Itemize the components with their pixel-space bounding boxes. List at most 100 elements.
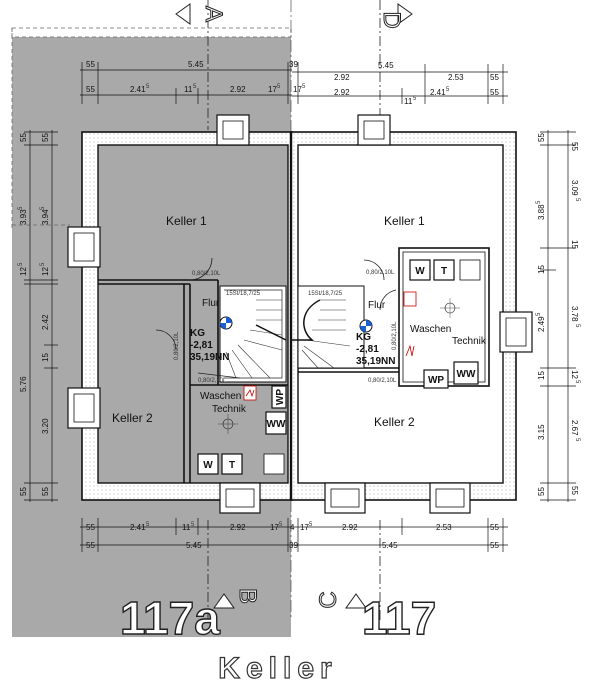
dim-bottom-right-2-a: 5.45 [382,541,398,550]
stairs-label-left: 15St/18,7/25 [226,291,261,297]
dim-top-right-2-d: 55 [490,88,499,97]
door-label-6: 0,80/2,10L [392,321,398,350]
dim-text-right: 55 3.88 5 15 2.49 5 15 3.15 55 55 3.09 5… [536,133,580,496]
dim-top-left-2-e: 17 [268,85,277,94]
section-marker-b: B [213,587,262,609]
dim-top-left-2-f-sup: 5 [302,84,306,90]
dim-right-outer-a: 55 [570,142,579,151]
room-label-right-keller-1: Keller 1 [384,214,425,228]
dim-top-left-2-b-sup: 5 [146,84,150,90]
fixture-ww-left: WW [267,419,286,430]
fixture-wp-left: WP [275,389,286,405]
level-right-kg: KG [356,332,371,343]
section-label-a: A [200,6,227,22]
dim-top-right-2-b: 11 [404,97,413,106]
level-right-height: -2,81 [356,344,379,355]
stairs-right [292,285,365,369]
dim-bottom-left-2-a: 55 [86,541,95,550]
dim-left-outer-c: 12 [19,267,28,276]
room-label-right-technik: Technik [452,336,487,347]
room-label-right-keller-2: Keller 2 [374,415,415,429]
level-marker-right: KG -2,81 35,19NN [356,319,395,367]
dim-top-left-1-c: 39 [289,60,298,69]
dim-bottom-right-1-b: 2.92 [342,523,358,532]
dim-text-top: 55 5.45 39 55 2.41 5 11 5 2.92 17 5 17 5… [86,60,499,106]
dim-right-outer-f: 2.67 [570,420,579,436]
dim-top-left-2-e-sup: 5 [277,84,281,90]
dim-top-left-2-b: 2.41 [130,85,146,94]
dim-bottom-right-1-d: 55 [490,523,499,532]
dim-top-left-2-d: 2.92 [230,85,246,94]
fixtures-right: W T WP WW [403,259,481,389]
dim-left-inner-a: 55 [41,133,50,142]
dim-right-outer-f-sup: 5 [574,438,580,442]
door-label-1: 0,80/2,10L [192,271,221,277]
dimensions-right [540,130,576,502]
level-left-kg: KG [190,328,205,339]
door-label-4: 0,80/2,10L [366,270,395,276]
dimensions-bottom [80,518,508,552]
dim-right-outer-g: 55 [570,486,579,495]
level-left-height: -2,81 [190,340,213,351]
dim-bottom-right-1-a: 17 [300,523,309,532]
dim-bottom-left-1-c: 11 [182,523,191,532]
dim-left-outer-d: 5.76 [19,376,28,392]
dim-bottom-left-1-e-sup: 5 [279,522,283,528]
room-label-left-keller-1: Keller 1 [166,214,207,228]
dim-left-inner-b: 3.94 [41,209,50,225]
door-label-3: 0,80/2,10L [174,331,180,360]
dim-bottom-left-1-b: 2.41 [130,523,146,532]
room-label-right-waschen: Waschen [410,324,451,335]
dim-top-right-1-d: 55 [490,73,499,82]
dim-left-outer-c-sup: 5 [18,262,24,266]
house-number-117: 117 [362,592,436,644]
level-marker-left: KG -2,81 35,19NN [190,316,233,363]
dim-top-right-2-c-sup: 5 [446,87,450,93]
room-label-left-technik: Technik [212,404,247,415]
dim-top-right-1-a: 2.92 [334,73,350,82]
dim-right-inner-g: 55 [537,487,546,496]
electric-icon [405,344,415,357]
dim-bottom-right-1-a-sup: 5 [309,522,313,528]
dim-bottom-left-1-c-sup: 5 [191,522,195,528]
dim-bottom-right-1-c: 2.53 [436,523,452,532]
dim-right-outer-e-sup: 5 [574,380,580,384]
dim-bottom-left-1-e: 17 [270,523,279,532]
dim-right-inner-d: 2.49 [537,316,546,332]
dim-top-left-1-a: 55 [86,60,95,69]
section-marker-d: D [378,3,413,29]
fixture-t-left: T [229,460,235,471]
electric-icon [245,389,255,398]
dim-left-inner-c-sup: 5 [40,262,46,266]
dim-right-inner-f: 3.15 [537,424,546,440]
fixture-ww-right: WW [457,369,476,380]
dim-bottom-left-2-c: 39 [289,541,298,550]
dim-left-inner-b-sup: 5 [40,206,46,210]
room-label-right-flur: Flur [368,300,386,311]
dim-top-left-2-a: 55 [86,85,95,94]
dim-top-right-2-a: 2.92 [334,88,350,97]
dim-top-left-2-f: 17 [293,85,302,94]
door-label-5: 0,80/2,10L [368,378,397,384]
stairs-label-right: 15St/18,7/25 [308,291,343,297]
dim-right-inner-c: 15 [537,265,546,274]
section-marker-a: A [175,3,228,25]
dim-text-left: 55 3.93 5 12 5 5.76 55 55 3.94 5 12 5 2.… [18,133,50,496]
fixtures-left: WP WW W T [197,385,287,475]
dim-left-inner-e: 15 [41,353,50,362]
dim-left-inner-g: 55 [41,487,50,496]
dim-left-inner-d: 2.42 [41,314,50,330]
section-label-d: D [378,11,405,28]
house-number-117a: 117a [120,592,220,644]
dim-bottom-right-2-b: 55 [490,541,499,550]
level-right-nn: 35,19NN [356,356,395,367]
room-label-left-flur: Flur [202,298,220,309]
dim-right-inner-a: 55 [537,133,546,142]
dim-left-inner-f: 3.20 [41,418,50,434]
dimensions-top [80,62,508,104]
fixture-wp-right: WP [428,375,444,386]
dim-right-outer-e: 12 [570,370,579,379]
dim-top-right-1-b: 5.45 [378,61,394,70]
dim-right-inner-b-sup: 5 [536,200,542,204]
